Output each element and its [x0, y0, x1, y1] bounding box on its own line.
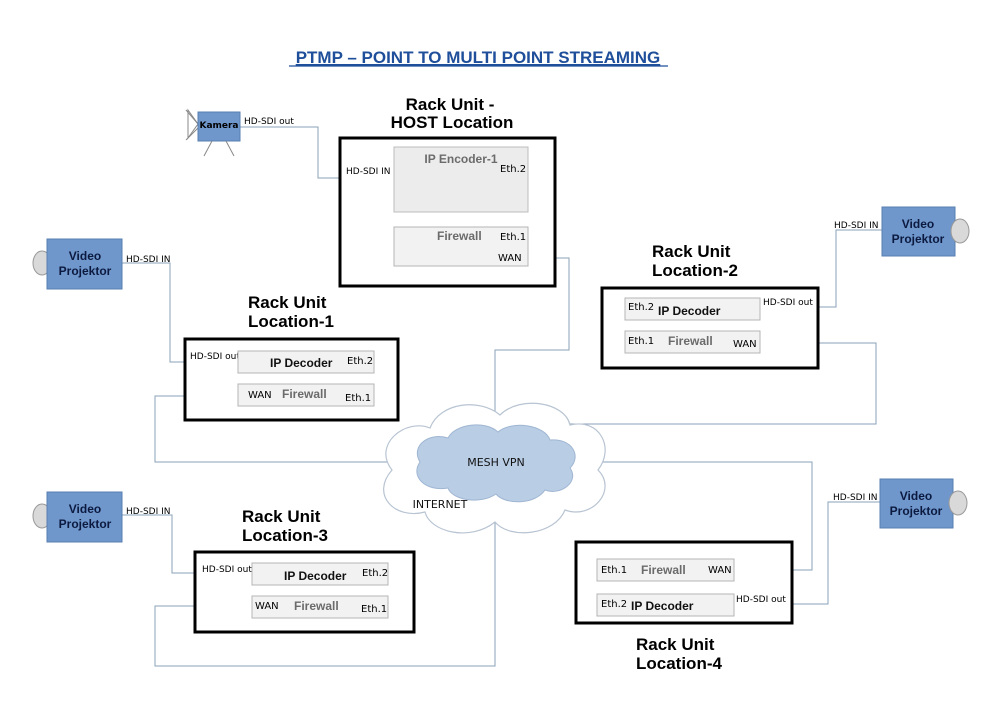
rack-1-wan: WAN	[248, 390, 272, 401]
projector-3-label-2: Projektor	[59, 517, 112, 531]
projector-location-3: Video Projektor HD-SDI IN	[32, 491, 171, 543]
projector-1-label-1: Video	[69, 249, 101, 263]
ip-encoder-1-label: IP Encoder-1	[424, 152, 497, 166]
rack-location-1: Video Projektor HD-SDI IN Rack Unit Loca…	[32, 238, 400, 422]
rack-1-decoder-label: IP Decoder	[270, 356, 333, 370]
host-firewall-wan: WAN	[498, 253, 522, 264]
projector-4-label-1: Video	[900, 489, 932, 503]
rack-4-wan: WAN	[708, 565, 732, 576]
rack-3-decoder	[251, 562, 389, 586]
rack-3-title-1: Rack Unit	[242, 507, 321, 526]
rack-1-title-2: Location-1	[248, 312, 334, 331]
rack-3-decoder-label: IP Decoder	[284, 569, 347, 583]
camera-lens-icon	[187, 108, 199, 140]
internet-cloud: MESH VPN INTERNET	[383, 402, 606, 534]
host-firewall-eth: Eth.1	[500, 232, 526, 243]
projector-2-lens-icon	[950, 218, 970, 244]
projector-4-in-label: HD-SDI IN	[833, 493, 878, 503]
host-firewall	[393, 226, 529, 267]
projector-4-label-2: Projektor	[890, 504, 943, 518]
rack-1-out-label: HD-SDI out	[190, 352, 240, 362]
projector-2-label-2: Projektor	[892, 232, 945, 246]
rack-2-decoder-port: Eth.2	[628, 302, 654, 313]
camera-tripod-left	[203, 140, 213, 157]
projector-3-in-label: HD-SDI IN	[126, 507, 171, 517]
rack-4-out-label: HD-SDI out	[736, 595, 786, 605]
rack-1-decoder-port: Eth.2	[347, 356, 373, 367]
rack-1-title-1: Rack Unit	[248, 293, 327, 312]
rack-location-4: Video Projektor HD-SDI IN Eth.1 Firewall…	[574, 478, 968, 673]
rack-3-wan: WAN	[255, 601, 279, 612]
projector-4-body	[879, 478, 954, 529]
projector-1-in-label: HD-SDI IN	[126, 255, 171, 265]
ip-encoder-1	[393, 146, 529, 213]
rack-4-decoder-port: Eth.2	[601, 599, 627, 610]
host-in-label: HD-SDI IN	[346, 167, 391, 177]
rack-1-firewall-label: Firewall	[282, 387, 327, 401]
projector-2-in-label: HD-SDI IN	[834, 221, 879, 231]
rack-2-firewall-eth: Eth.1	[628, 336, 654, 347]
rack-1-firewall-eth: Eth.1	[345, 393, 371, 404]
projector-3-label-1: Video	[69, 502, 101, 516]
projector-location-1: Video Projektor HD-SDI IN	[32, 238, 171, 290]
camera-out-label: HD-SDI out	[244, 117, 294, 127]
wire-loc3-wan	[154, 500, 496, 667]
rack-location-2: Video Projektor HD-SDI IN Rack Unit Loca…	[600, 206, 970, 370]
rack-2-wan: WAN	[733, 339, 757, 350]
projector-4-lens-icon	[948, 490, 968, 516]
rack-2-title-1: Rack Unit	[652, 242, 731, 261]
rack-host-title-1: Rack Unit -	[406, 95, 495, 114]
projector-location-2: Video Projektor HD-SDI IN	[834, 206, 970, 257]
mesh-vpn-cloud	[416, 424, 576, 503]
camera-lens-line-top	[185, 109, 199, 125]
rack-3-out-label: HD-SDI out	[202, 565, 252, 575]
rack-1-decoder	[237, 350, 375, 374]
rack-2-decoder	[624, 297, 761, 321]
mesh-vpn-label: MESH VPN	[467, 456, 525, 469]
rack-2-firewall-label: Firewall	[668, 334, 713, 348]
rack-3-firewall	[251, 595, 389, 619]
host-firewall-label: Firewall	[437, 229, 482, 243]
projector-location-4: Video Projektor HD-SDI IN	[833, 478, 968, 529]
rack-3-firewall-label: Firewall	[294, 599, 339, 613]
projector-1-body	[46, 238, 123, 290]
rack-4-firewall	[596, 558, 735, 582]
rack-2-title-2: Location-2	[652, 261, 738, 280]
rack-host: Rack Unit - HOST Location HD-SDI IN IP E…	[338, 95, 557, 288]
camera-tripod-right	[225, 140, 235, 157]
camera: Kamera HD-SDI out	[185, 108, 294, 157]
rack-3-decoder-port: Eth.2	[362, 568, 388, 579]
internet-label: INTERNET	[413, 498, 468, 511]
rack-2-out-label: HD-SDI out	[763, 298, 813, 308]
rack-4-decoder-label: IP Decoder	[631, 599, 694, 613]
camera-label: Kamera	[199, 121, 238, 131]
rack-4-title-2: Location-4	[636, 654, 722, 673]
rack-4-title-1: Rack Unit	[636, 635, 715, 654]
projector-3-body	[46, 491, 123, 543]
rack-4-firewall-eth: Eth.1	[601, 565, 627, 576]
camera-lens-line-bottom	[185, 127, 199, 141]
rack-host-title-2: HOST Location	[391, 113, 514, 132]
rack-location-3: Video Projektor HD-SDI IN Rack Unit Loca…	[32, 491, 416, 634]
ip-encoder-1-port: Eth.2	[500, 164, 526, 175]
rack-3-firewall-eth: Eth.1	[361, 604, 387, 615]
rack-1-firewall	[237, 383, 375, 407]
rack-4-firewall-label: Firewall	[641, 563, 686, 577]
rack-2-firewall	[624, 330, 761, 354]
camera-body	[197, 111, 241, 142]
projector-2-label-1: Video	[902, 217, 934, 231]
rack-4-decoder	[596, 593, 735, 617]
rack-2-decoder-label: IP Decoder	[658, 304, 721, 318]
diagram-title: PTMP – POINT TO MULTI POINT STREAMING	[296, 48, 661, 67]
rack-3-title-2: Location-3	[242, 526, 328, 545]
projector-1-label-2: Projektor	[59, 264, 112, 278]
